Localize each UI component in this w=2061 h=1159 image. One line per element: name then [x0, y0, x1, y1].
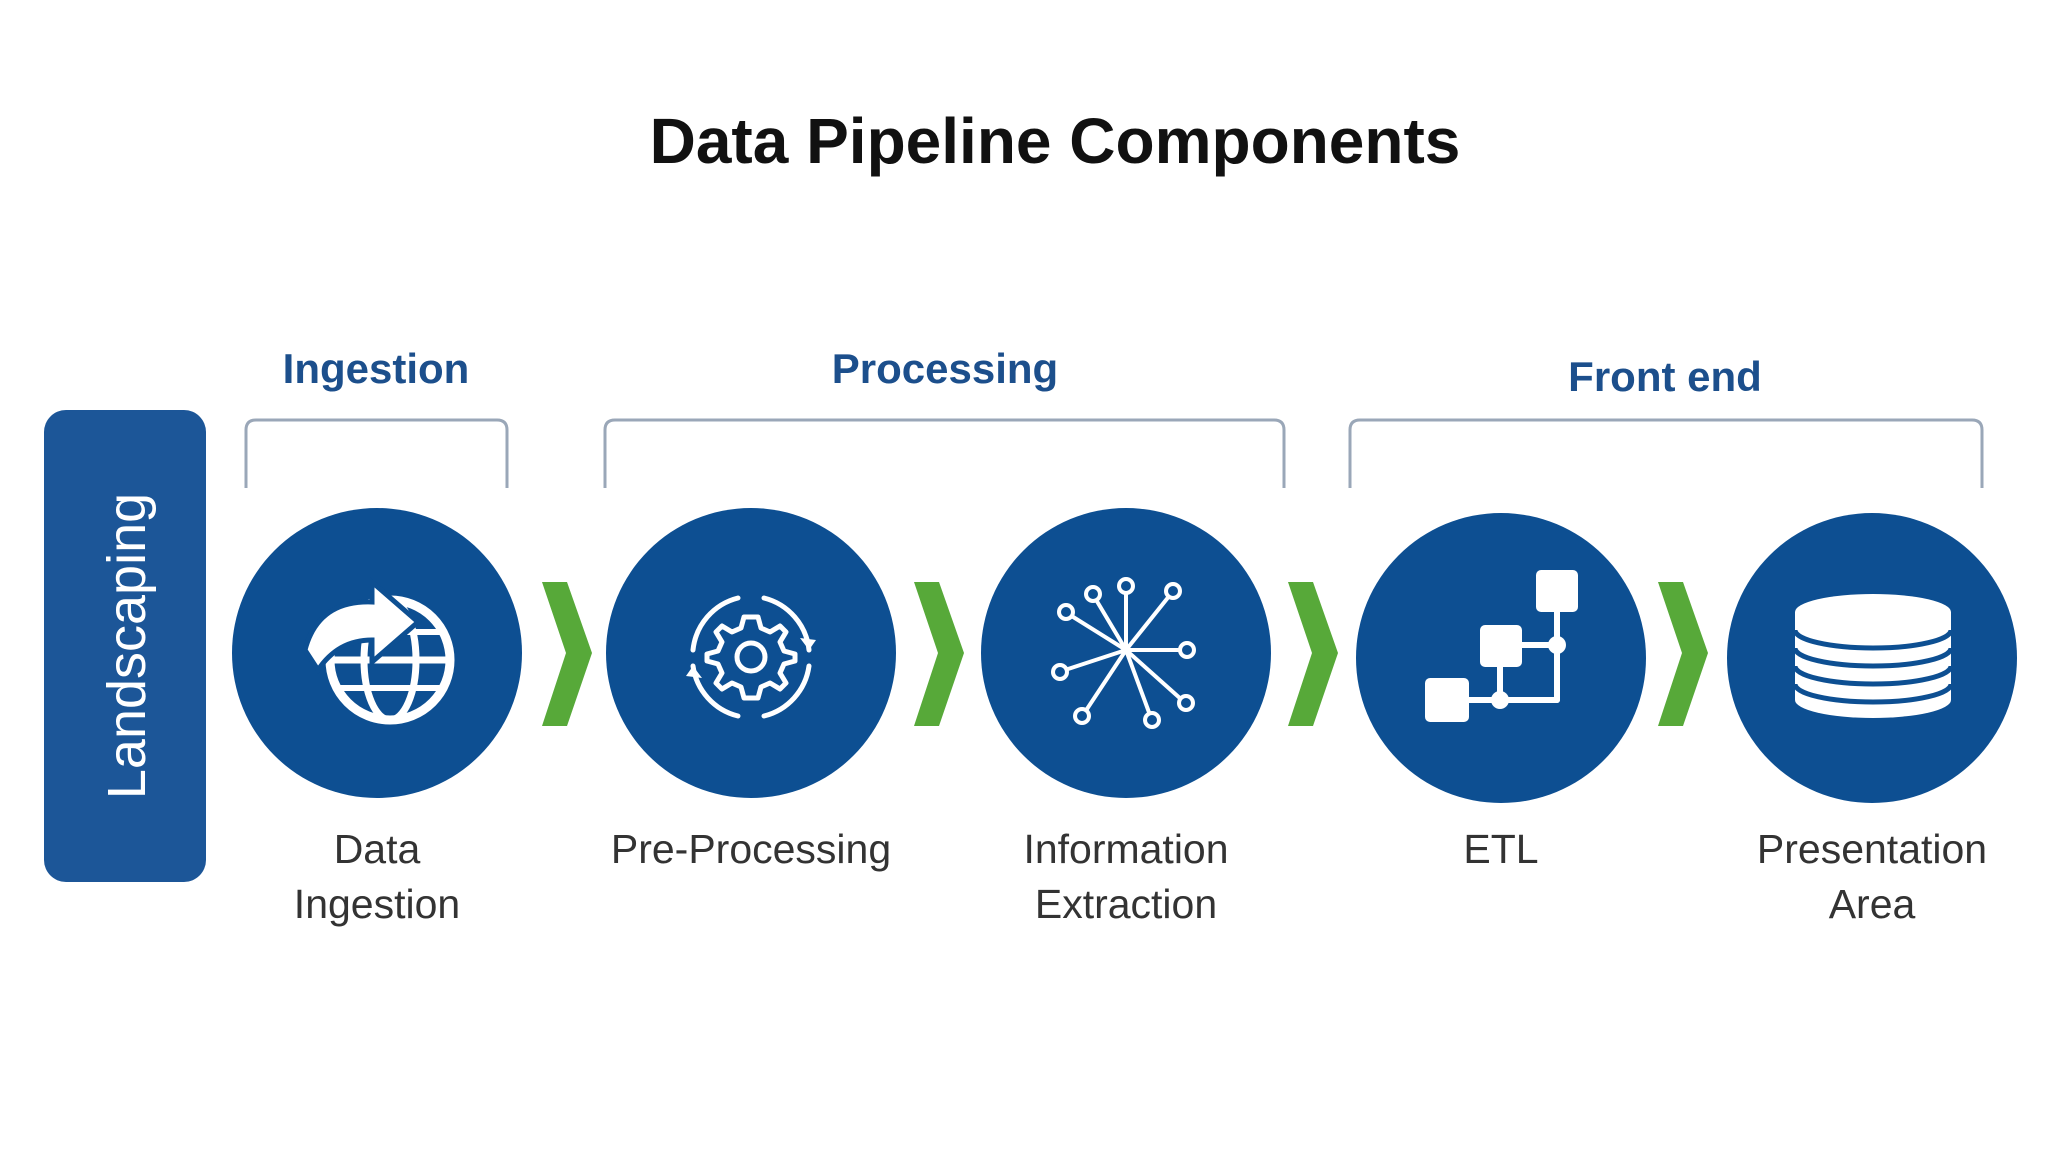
arrow-1	[542, 582, 592, 726]
group-label-ingestion: Ingestion	[283, 345, 470, 392]
arrow-2	[914, 582, 964, 726]
step-label-pre-processing: Pre-Processing	[611, 826, 891, 872]
step-etl: ETL	[1356, 513, 1646, 872]
step-label-information-extraction-line2: Extraction	[1035, 881, 1217, 927]
step-pre-processing: Pre-Processing	[606, 508, 896, 872]
step-label-presentation-area-line2: Area	[1829, 881, 1916, 927]
step-presentation-area: Presentation Area	[1727, 513, 2017, 927]
gear-cycle-icon	[686, 595, 816, 719]
bracket-ingestion	[244, 418, 509, 488]
step-label-etl: ETL	[1463, 826, 1538, 872]
bracket-front-end	[1348, 418, 1984, 488]
step-data-ingestion: Data Ingestion	[232, 508, 522, 927]
diagram-title: Data Pipeline Components	[650, 105, 1461, 177]
database-stack-icon	[1792, 594, 1954, 718]
group-label-front-end: Front end	[1568, 353, 1762, 400]
step-label-presentation-area-line1: Presentation	[1757, 826, 1987, 872]
step-label-data-ingestion-line2: Ingestion	[294, 881, 460, 927]
landscaping-label: Landscaping	[97, 493, 157, 799]
landscaping-box: Landscaping	[44, 410, 206, 882]
bracket-processing	[603, 418, 1286, 488]
step-label-data-ingestion-line1: Data	[334, 826, 421, 872]
group-label-processing: Processing	[832, 345, 1058, 392]
network-hub-icon	[1051, 577, 1196, 729]
step-label-information-extraction-line1: Information	[1023, 826, 1228, 872]
arrow-3	[1288, 582, 1338, 726]
flow-blocks-icon	[1425, 570, 1578, 722]
globe-arrow-icon	[302, 576, 455, 725]
step-information-extraction: Information Extraction	[981, 508, 1271, 927]
arrow-4	[1658, 582, 1708, 726]
